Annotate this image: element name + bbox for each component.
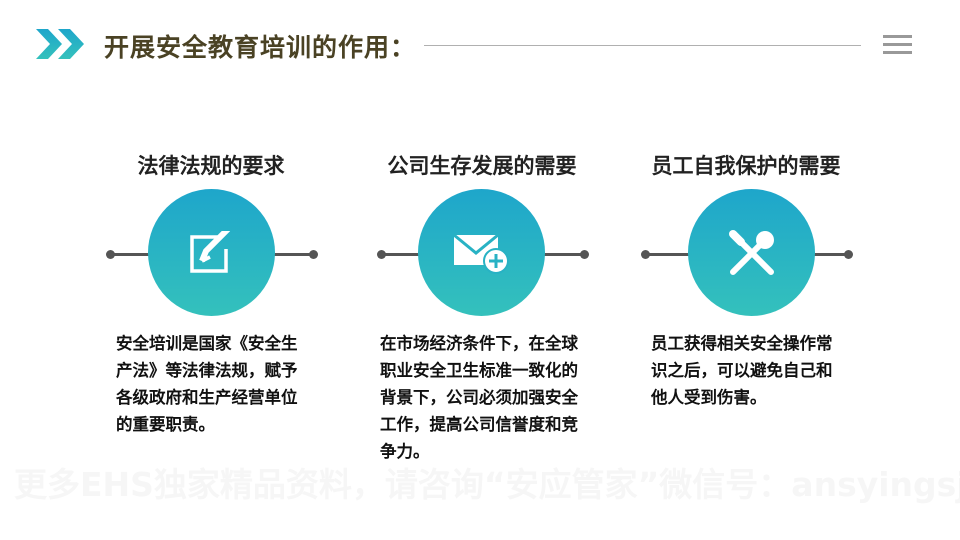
mail-add-icon — [452, 233, 509, 274]
icon-circle — [418, 189, 545, 316]
icon-circle — [688, 189, 815, 316]
column-heading: 法律法规的要求 — [137, 154, 285, 178]
page-title: 开展安全教育培训的作用： — [104, 33, 417, 62]
connector-dot — [106, 250, 115, 259]
icon-circle — [148, 189, 275, 316]
hamburger-icon[interactable] — [883, 35, 912, 59]
connector-dot — [844, 250, 853, 259]
connector-dot — [309, 250, 318, 259]
title-divider — [424, 45, 861, 46]
column-text: 在市场经济条件下，在全球职业安全卫生标准一致化的背景下，公司必须加强安全工作，提… — [380, 334, 578, 461]
edit-icon — [189, 230, 230, 273]
column-text: 员工获得相关安全操作常识之后，可以避免自己和他人受到伤害。 — [651, 334, 833, 407]
connector-dot — [641, 250, 650, 259]
connector-dot — [377, 250, 386, 259]
column-text: 安全培训是国家《安全生产法》等法律法规，赋予各级政府和生产经营单位的重要职责。 — [116, 334, 298, 434]
connector-dot — [580, 250, 589, 259]
double-chevron-icon — [36, 29, 84, 59]
column-heading: 员工自我保护的需要 — [651, 154, 841, 178]
tools-icon — [728, 229, 774, 275]
watermark: 更多EHS独家精品资料，请咨询“安应管家”微信号：ansyingsj1 — [14, 465, 960, 504]
column-heading: 公司生存发展的需要 — [387, 154, 577, 178]
